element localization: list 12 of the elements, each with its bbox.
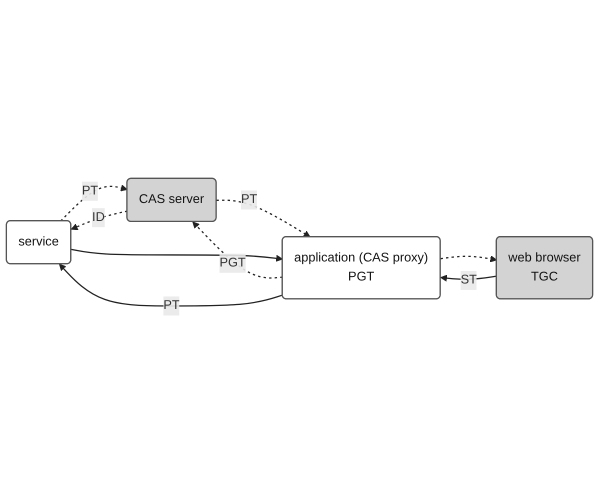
arrow xyxy=(440,254,498,262)
edge-label: ST xyxy=(460,272,477,286)
arrow xyxy=(70,210,128,230)
edge-label: ID xyxy=(92,210,105,224)
edge-label: PT xyxy=(82,184,98,198)
arrow xyxy=(216,199,310,237)
arrow xyxy=(192,221,283,278)
arrow xyxy=(59,263,283,306)
edge-label: PT xyxy=(240,192,258,206)
edge-label: PT xyxy=(163,298,180,312)
arrow xyxy=(60,184,128,222)
edge-label: PGT xyxy=(219,256,246,270)
